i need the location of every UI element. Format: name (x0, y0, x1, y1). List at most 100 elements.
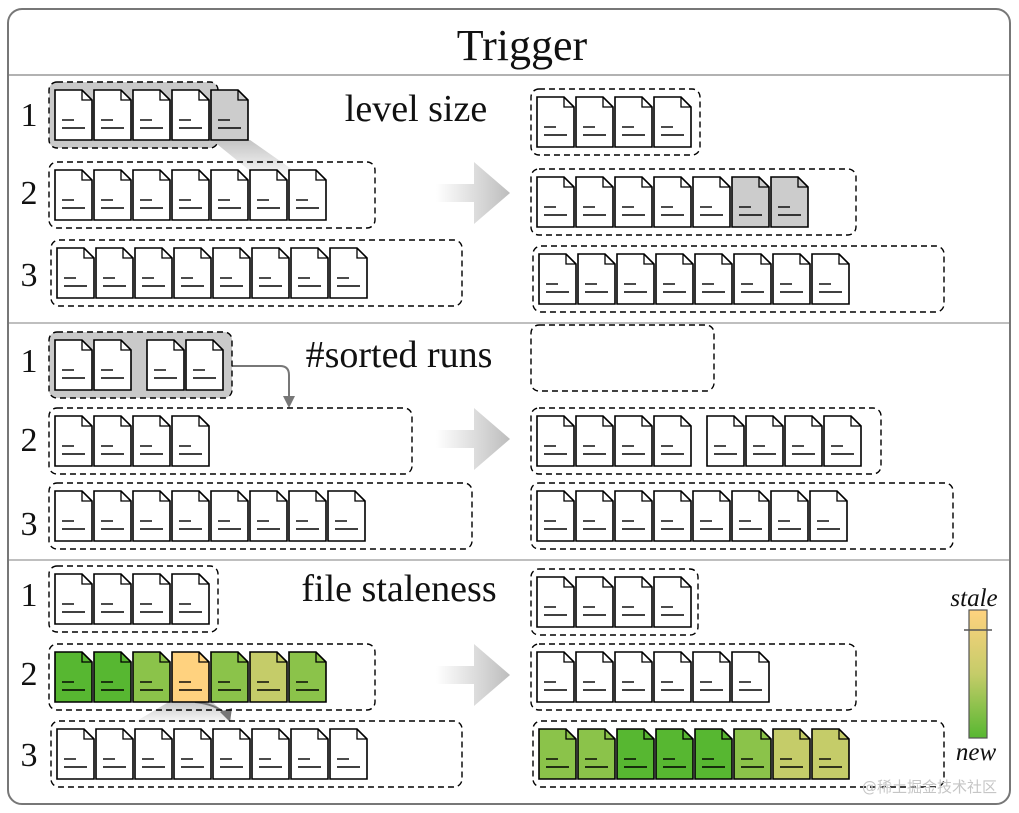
level-box (532, 245, 945, 313)
file-icon (327, 490, 366, 542)
file-icon (132, 169, 171, 221)
section-label-sorted-runs: #sorted runs (306, 334, 493, 376)
file-icon (54, 89, 93, 141)
section-label-file-staleness: file staleness (301, 568, 496, 610)
level-box (530, 482, 954, 550)
file-icon (811, 253, 850, 305)
watermark: @稀土掘金技术社区 (861, 778, 997, 796)
level-box (532, 720, 945, 788)
transition-arrow (436, 408, 510, 470)
file-icon (706, 415, 745, 467)
file-icon (54, 415, 93, 467)
file-icon (577, 253, 616, 305)
file-icon (655, 728, 694, 780)
file-icon (536, 490, 575, 542)
level-box (530, 168, 857, 236)
staleness-connector-arrowhead (220, 708, 232, 722)
file-icon (575, 176, 614, 228)
file-icon (575, 490, 614, 542)
file-icon (745, 415, 784, 467)
file-icon (653, 651, 692, 703)
legend-stale-label: stale (950, 585, 997, 612)
file-icon (93, 339, 132, 391)
file-icon (132, 89, 171, 141)
file-icon (56, 247, 95, 299)
compaction-shade (212, 140, 300, 175)
file-icon (132, 490, 171, 542)
file-icon (692, 490, 731, 542)
level-number: 2 (21, 656, 38, 693)
level-box (48, 565, 219, 633)
file-icon (614, 576, 653, 628)
file-icon (93, 651, 132, 703)
file-icon (694, 728, 733, 780)
file-icon (288, 490, 327, 542)
file-icon (56, 728, 95, 780)
file-icon (733, 253, 772, 305)
file-icon (770, 176, 809, 228)
file-icon (575, 96, 614, 148)
merge-connector (232, 365, 290, 400)
file-icon (329, 728, 368, 780)
file-icon (212, 247, 251, 299)
file-icon (210, 651, 249, 703)
file-icon (731, 651, 770, 703)
file-icon (614, 176, 653, 228)
file-icon (538, 253, 577, 305)
file-icon (731, 490, 770, 542)
file-icon (210, 169, 249, 221)
level-number: 2 (21, 422, 38, 459)
level-box (50, 239, 463, 307)
file-icon (93, 169, 132, 221)
file-icon (614, 96, 653, 148)
file-icon (538, 728, 577, 780)
level-number: 3 (21, 257, 38, 294)
level-number: 1 (21, 577, 38, 614)
file-icon (288, 169, 327, 221)
file-icon (655, 253, 694, 305)
file-icon (93, 573, 132, 625)
file-icon (146, 339, 185, 391)
level-box (48, 331, 233, 399)
file-icon (132, 415, 171, 467)
legend-new-label: new (956, 739, 997, 766)
file-icon (249, 651, 288, 703)
file-icon (811, 728, 850, 780)
staleness-legend-bar (968, 609, 988, 739)
file-icon (809, 490, 848, 542)
file-icon (290, 247, 329, 299)
merge-connector-arrowhead (283, 396, 295, 408)
file-icon (171, 169, 210, 221)
transition-arrow (436, 162, 510, 224)
level-box (48, 407, 413, 475)
file-icon (132, 573, 171, 625)
level-number: 3 (21, 506, 38, 543)
file-icon (54, 573, 93, 625)
file-icon (772, 728, 811, 780)
file-icon (329, 247, 368, 299)
file-icon (575, 415, 614, 467)
file-icon (95, 728, 134, 780)
level-box (48, 482, 473, 550)
file-icon (54, 169, 93, 221)
level-box (50, 720, 463, 788)
file-icon (614, 490, 653, 542)
file-icon (212, 728, 251, 780)
file-icon (93, 89, 132, 141)
file-icon (288, 651, 327, 703)
outer-frame (7, 8, 1011, 805)
file-icon (171, 573, 210, 625)
level-box (48, 643, 376, 711)
level-box (530, 568, 699, 636)
file-icon (770, 490, 809, 542)
file-icon (653, 576, 692, 628)
file-icon (290, 728, 329, 780)
file-icon (731, 176, 770, 228)
file-icon (54, 651, 93, 703)
file-icon (134, 247, 173, 299)
file-icon (536, 651, 575, 703)
file-icon (616, 728, 655, 780)
level-box (48, 161, 376, 229)
file-icon (772, 253, 811, 305)
